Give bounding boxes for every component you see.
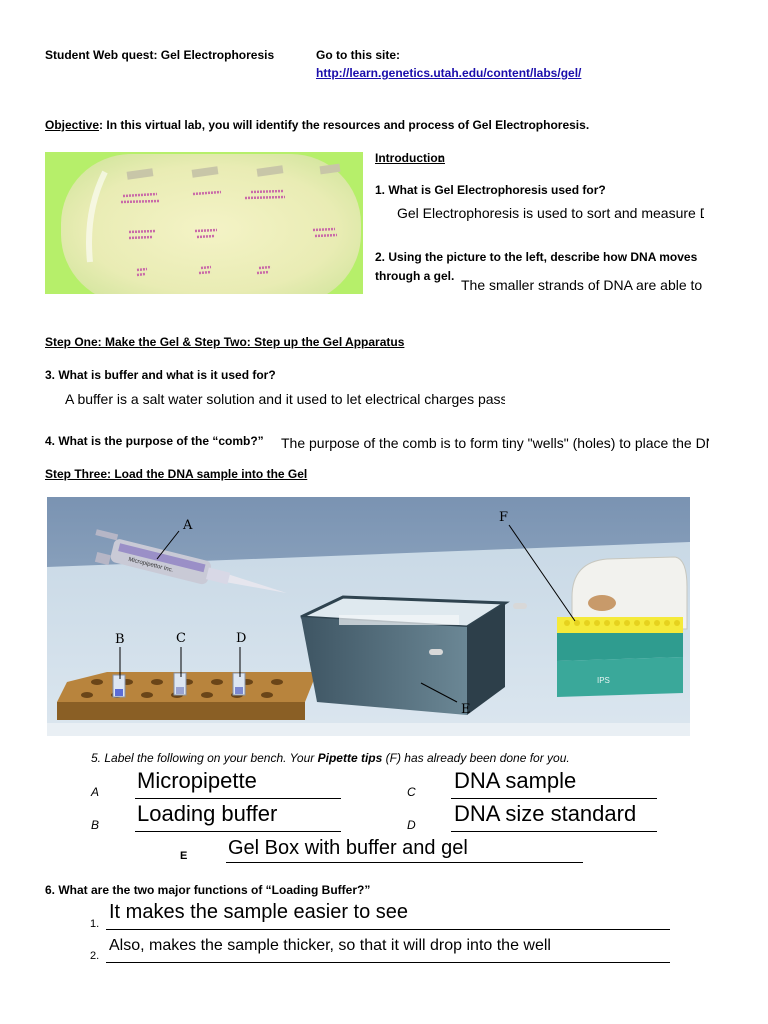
- label-C: C: [176, 631, 186, 646]
- q6-answer-1[interactable]: It makes the sample easier to see: [109, 901, 409, 923]
- answer-2[interactable]: The smaller strands of DNA are able to m…: [461, 277, 704, 293]
- gel-image: [45, 152, 363, 304]
- question-4: 4. What is the purpose of the “comb?”: [45, 434, 264, 448]
- q5-letter-D: D: [407, 818, 416, 832]
- q6-line-2: [106, 962, 670, 963]
- objective-label: Objective: [45, 118, 100, 132]
- label-B: B: [115, 632, 125, 647]
- site-link[interactable]: http://learn.genetics.utah.edu/content/l…: [316, 66, 582, 80]
- introduction-heading: Introduction: [375, 151, 445, 165]
- objective: Objective: In this virtual lab, you will…: [45, 118, 589, 132]
- q5-line-C: [451, 798, 657, 799]
- q6-number-2: 2.: [90, 950, 100, 962]
- q5-letter-B: B: [91, 818, 100, 832]
- q5-line-E: [226, 862, 583, 863]
- gel-illustration: [45, 152, 363, 304]
- step-three-heading: Step Three: Load the DNA sample into the…: [45, 467, 308, 481]
- q6-line-1: [106, 929, 670, 930]
- goto-label: Go to this site:: [316, 48, 400, 62]
- label-E: E: [461, 702, 471, 717]
- label-A: A: [182, 518, 193, 533]
- q5-answer-E[interactable]: Gel Box with buffer and gel: [228, 837, 468, 859]
- q5-answer-B[interactable]: Loading buffer: [137, 801, 278, 826]
- objective-text: : In this virtual lab, you will identify…: [99, 118, 590, 132]
- q5-letter-C: C: [407, 785, 416, 799]
- q5-prompt-post: (F) has already been done for you.: [382, 751, 570, 765]
- q5-line-A: [135, 798, 341, 799]
- answer-3[interactable]: A buffer is a salt water solution and it…: [65, 391, 505, 407]
- worksheet-title: Student Web quest: Gel Electrophoresis: [45, 48, 275, 62]
- q6-answer-2[interactable]: Also, makes the sample thicker, so that …: [109, 937, 551, 954]
- answer-4[interactable]: The purpose of the comb is to form tiny …: [281, 435, 709, 451]
- question-5: 5. Label the following on your bench. Yo…: [91, 751, 570, 765]
- label-F: F: [499, 510, 508, 525]
- q5-answer-A[interactable]: Micropipette: [137, 768, 257, 793]
- lab-bench-illustration: Micropipettor Inc.: [47, 497, 690, 736]
- q5-letter-A: A: [91, 785, 100, 799]
- introduction-colon: :: [439, 151, 443, 165]
- question-2-line2: through a gel.: [375, 269, 455, 283]
- q6-number-1: 1.: [90, 918, 100, 930]
- question-2-line1: 2. Using the picture to the left, descri…: [375, 250, 698, 264]
- question-6: 6. What are the two major functions of “…: [45, 883, 371, 897]
- q5-line-D: [451, 831, 657, 832]
- question-1: 1. What is Gel Electrophoresis used for?: [375, 183, 606, 197]
- q5-answer-D[interactable]: DNA size standard: [454, 801, 637, 826]
- q5-letter-E: E: [180, 850, 188, 862]
- question-3: 3. What is buffer and what is it used fo…: [45, 368, 276, 382]
- q5-prompt-pre: 5. Label the following on your bench. Yo…: [91, 751, 318, 765]
- tipbox-brand-text: IPS: [597, 676, 610, 685]
- answer-1[interactable]: Gel Electrophoresis is used to sort and …: [397, 205, 704, 221]
- step-one-two-heading: Step One: Make the Gel & Step Two: Step …: [45, 335, 405, 349]
- lab-bench-image: Micropipettor Inc.: [47, 497, 690, 736]
- q5-prompt-bold: Pipette tips: [317, 751, 383, 765]
- q5-line-B: [135, 831, 341, 832]
- q5-answer-C[interactable]: DNA sample: [454, 768, 577, 793]
- label-D: D: [236, 631, 246, 646]
